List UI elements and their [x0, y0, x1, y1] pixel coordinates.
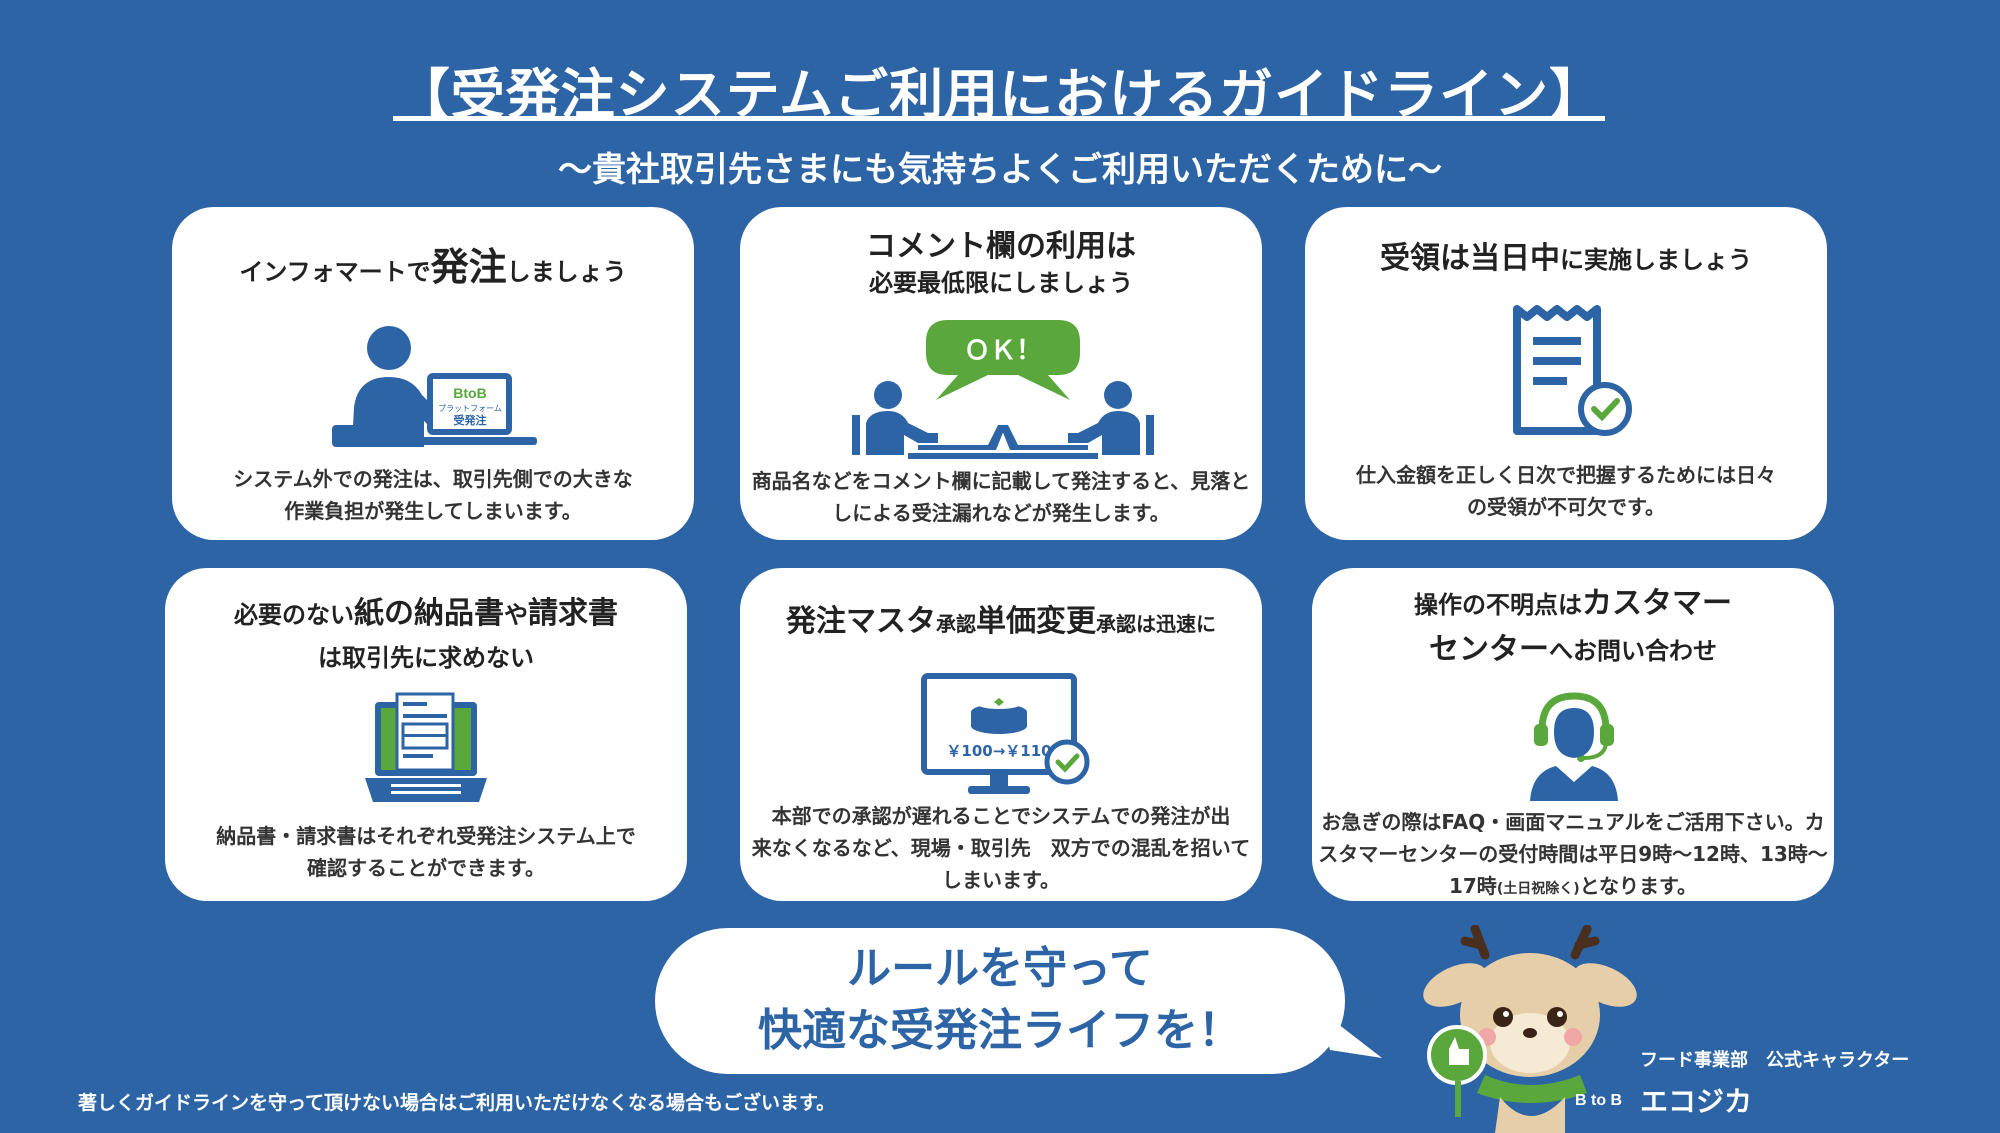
- card-no-paper-invoices: 必要のない紙の納品書や請求書 は取引先に求めない 納品書・請求書はそれぞれ受発注…: [165, 568, 687, 901]
- card-heading: コメント欄の利用は: [866, 229, 1136, 264]
- speech-tail: [1320, 1010, 1382, 1058]
- card-description: 商品名などをコメント欄に記載して発注すると、見落としによる受注漏れなどが発生しま…: [751, 469, 1251, 525]
- card-description: システム外での発注は、取引先側での大きな作業負担が発生してしまいます。: [233, 467, 633, 523]
- card-heading-line2: センターへお問い合わせ: [1429, 632, 1717, 667]
- svg-text:BtoB: BtoB: [453, 385, 486, 401]
- card-description: 本部での承認が遅れることでシステムでの発注が出来なくなるなど、現場・取引先 双方…: [751, 804, 1251, 892]
- page-title: 【受発注システムご利用におけるガイドライン】: [395, 63, 1605, 126]
- receipt-check-icon: [1513, 305, 1632, 436]
- card-heading-line2: は取引先に求めない: [318, 644, 534, 672]
- svg-text:￥100→￥110: ￥100→￥110: [946, 742, 1051, 760]
- mascot-role: フード事業部 公式キャラクター: [1640, 1050, 1910, 1071]
- slogan-bubble: [655, 928, 1345, 1074]
- mascot-deer-icon: B to B: [1423, 925, 1637, 1133]
- mascot-name: エコジカ: [1640, 1085, 1753, 1118]
- card-heading-line2: 必要最低限にしましょう: [869, 269, 1133, 297]
- card-customer-center: 操作の不明点はカスタマー センターへお問い合わせ お急ぎの際はFAQ・画面マニュ…: [1312, 568, 1834, 901]
- card-receive-same-day: 受領は当日中に実施しましょう 仕入金額を正しく日次で把握するためには日々の受領が…: [1305, 207, 1827, 540]
- monitor-price-icon: ￥100→￥110: [921, 673, 1090, 794]
- card-heading: 受領は当日中に実施しましょう: [1380, 241, 1752, 276]
- svg-text:プラットフォーム: プラットフォーム: [438, 404, 502, 413]
- card-heading: インフォマートで発注しましょう: [239, 245, 627, 289]
- slogan-text: ルールを守って快適な受発注ライフを！: [758, 943, 1242, 1056]
- card-comment-field: コメント欄の利用は 必要最低限にしましょう ＯＫ！ 商品名などをコメント欄に記載…: [740, 207, 1262, 540]
- person-laptop-icon: BtoB プラットフォーム 受発注: [332, 326, 537, 447]
- card-order-via-infomart: インフォマートで発注しましょう BtoB プラットフォーム 受発注 システム外で…: [172, 207, 694, 540]
- card-heading: 必要のない紙の納品書や請求書: [234, 596, 618, 631]
- usage-note: 著しくガイドラインを守って頂けない場合はご利用いただけなくなる場合もございます。: [78, 1092, 836, 1114]
- card-description: お急ぎの際はFAQ・画面マニュアルをご活用下さい。カスタマーセンターの受付時間は…: [1318, 810, 1828, 898]
- card-heading: 発注マスタ承認単価変更承認は迅速に: [786, 604, 1216, 639]
- two-people-talking-icon: ＯＫ！: [852, 320, 1154, 459]
- svg-text:受発注: 受発注: [454, 413, 487, 427]
- card-description: 納品書・請求書はそれぞれ受発注システム上で確認することができます。: [216, 824, 636, 880]
- card-quick-approval: 発注マスタ承認単価変更承認は迅速に ￥100→￥110 本部での承認が遅れること…: [740, 568, 1262, 901]
- title-underline: [393, 116, 1605, 121]
- svg-text:ＯＫ！: ＯＫ！: [964, 336, 1042, 366]
- card-heading: 操作の不明点はカスタマー: [1414, 586, 1732, 621]
- headset-operator-icon: [1530, 692, 1618, 801]
- card-description: 仕入金額を正しく日次で把握するためには日々の受領が不可欠です。: [1356, 463, 1776, 519]
- laptop-document-icon: [365, 692, 487, 802]
- page-subtitle: 〜貴社取引先さまにも気持ちよくご利用いただくために〜: [558, 150, 1442, 190]
- svg-text:B to B: B to B: [1575, 1092, 1622, 1109]
